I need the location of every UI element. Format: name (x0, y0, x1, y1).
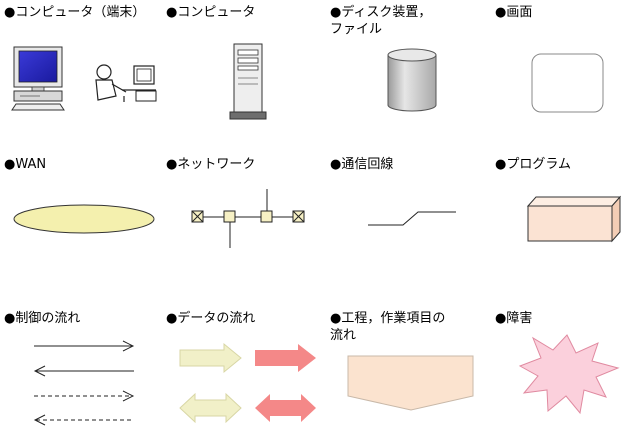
bullet: ● (166, 5, 178, 20)
bullet: ● (330, 5, 342, 20)
disk-icon (387, 48, 437, 112)
label-text: 障害 (506, 311, 533, 326)
comm-line-icon (368, 211, 456, 226)
label-text: コンピュータ（端末） (15, 5, 146, 20)
control-flow-arrows (33, 340, 135, 426)
computer-terminal-icon (11, 46, 157, 111)
label-screen: ●画面 (495, 4, 532, 21)
label-computer-terminal: ●コンピュータ（端末） (4, 4, 145, 21)
bullet: ● (495, 311, 507, 326)
bullet: ● (330, 311, 342, 326)
screen-icon (531, 53, 604, 113)
label-text: プログラム (506, 157, 571, 172)
label-program: ●プログラム (495, 156, 571, 173)
bullet: ● (166, 311, 178, 326)
computer-tower-icon (229, 43, 267, 120)
label-comm-line: ●通信回線 (330, 156, 393, 173)
label-text: ディスク装置， ファイル (330, 5, 432, 37)
bullet: ● (495, 157, 507, 172)
label-text: ネットワーク (177, 157, 256, 172)
label-text: 工程，作業項目の 流れ (330, 311, 446, 343)
bullet: ● (4, 5, 16, 20)
label-text: コンピュータ (177, 5, 256, 20)
label-text: データの流れ (177, 311, 256, 326)
label-wan: ●WAN (4, 156, 46, 173)
label-disk-file: ●ディスク装置， ファイル (330, 4, 431, 38)
program-icon (526, 195, 622, 243)
bullet: ● (4, 311, 16, 326)
bullet: ● (4, 157, 16, 172)
fault-burst-icon (518, 334, 620, 415)
network-icon (191, 189, 305, 248)
data-flow-arrows (179, 342, 316, 424)
label-text: 通信回線 (341, 157, 394, 172)
label-control-flow: ●制御の流れ (4, 310, 80, 327)
label-fault: ●障害 (495, 310, 532, 327)
label-data-flow: ●データの流れ (166, 310, 255, 327)
process-flow-shape (347, 355, 474, 411)
bullet: ● (495, 5, 507, 20)
label-text: 制御の流れ (15, 311, 81, 326)
bullet: ● (330, 157, 342, 172)
label-process-flow: ●工程，作業項目の 流れ (330, 310, 445, 344)
wan-icon (13, 204, 155, 234)
bullet: ● (166, 157, 178, 172)
label-text: 画面 (506, 5, 533, 20)
label-computer: ●コンピュータ (166, 4, 255, 21)
label-text: WAN (15, 157, 47, 172)
label-network: ●ネットワーク (166, 156, 255, 173)
